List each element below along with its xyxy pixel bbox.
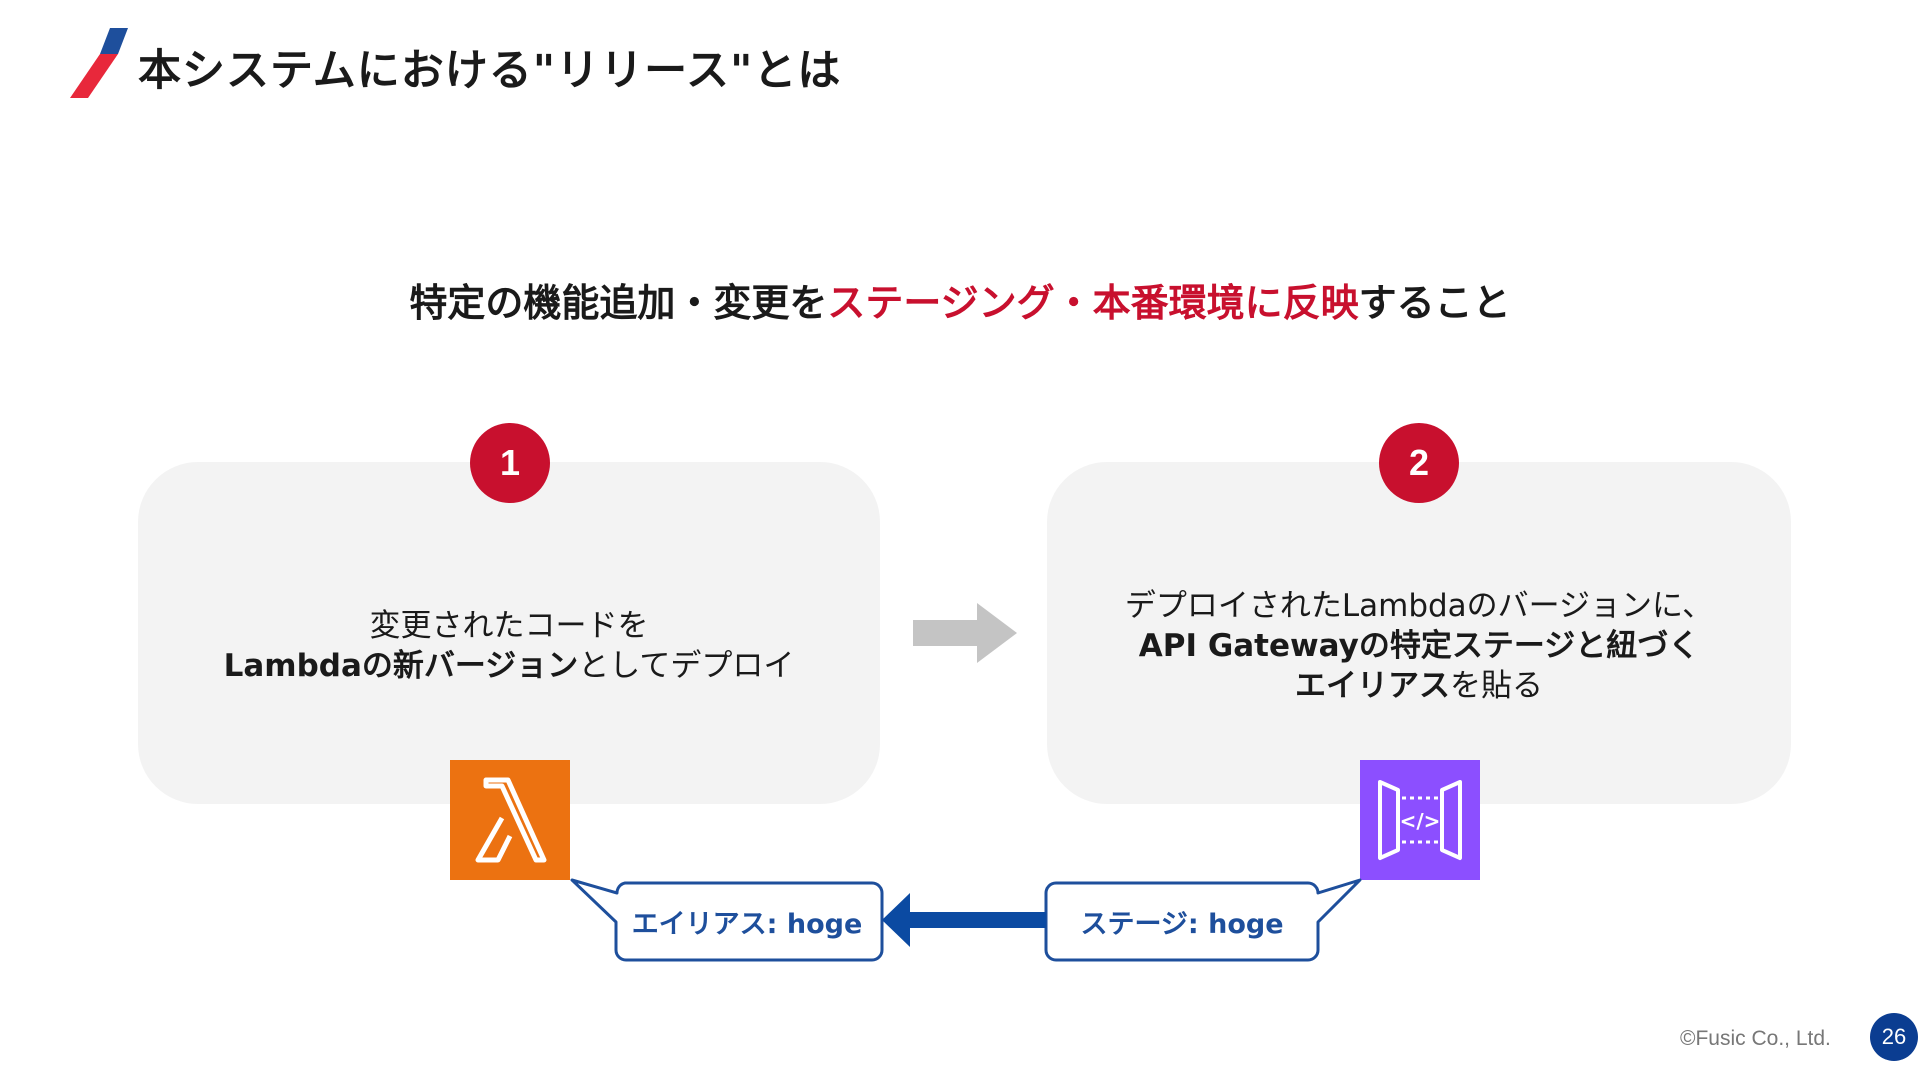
step-2-line-3-bold: エイリアス (1295, 668, 1450, 704)
step-2-description: デプロイされたLambdaのバージョンに、 API Gatewayの特定ステージ… (1047, 586, 1791, 706)
release-definition-subtitle: 特定の機能追加・変更をステージング・本番環境に反映すること (0, 272, 1920, 327)
step-1-badge: 1 (470, 423, 550, 503)
svg-text:</>: </> (1400, 809, 1441, 833)
alias-callout-label: エイリアス: hoge (631, 909, 863, 940)
step-1-line-1: 変更されたコードを (369, 608, 649, 644)
subtitle-text-before: 特定の機能追加・変更を (409, 281, 828, 325)
step-2-card: デプロイされたLambdaのバージョンに、 API Gatewayの特定ステージ… (1047, 462, 1791, 804)
title-accent-mark (70, 28, 128, 98)
aws-lambda-icon (450, 760, 570, 880)
step-2-line-3: エイリアスを貼る (1047, 666, 1791, 706)
page-number-badge: 26 (1870, 1013, 1918, 1061)
copyright-text: ©Fusic Co., Ltd. (1680, 1027, 1831, 1050)
step-1-description: 変更されたコードを Lambdaの新バージョンとしてデプロイ (138, 606, 880, 686)
step-1-line-2-bold: Lambdaの新バージョン (223, 648, 579, 684)
left-arrow-icon (882, 893, 1046, 947)
right-arrow-icon (913, 603, 1017, 663)
page-title: 本システムにおける"リリース"とは (138, 46, 842, 96)
stage-callout-label: ステージ: hoge (1080, 909, 1284, 940)
subtitle-text-after: すること (1358, 281, 1511, 325)
step-1-line-2-rest: としてデプロイ (578, 648, 795, 684)
step-2-line-2: API Gatewayの特定ステージと紐づく (1138, 628, 1700, 664)
step-2-line-3-rest: を貼る (1450, 668, 1543, 704)
api-gateway-symbol-icon: </> (1378, 780, 1462, 860)
aws-api-gateway-icon: </> (1360, 760, 1480, 880)
step-1-card: 変更されたコードを Lambdaの新バージョンとしてデプロイ (138, 462, 880, 804)
subtitle-highlight: ステージング・本番環境に反映 (827, 281, 1359, 325)
lambda-symbol-icon (475, 777, 547, 863)
step-2-badge: 2 (1379, 423, 1459, 503)
step-2-line-1: デプロイされたLambdaのバージョンに、 (1124, 588, 1714, 624)
step-1-line-2: Lambdaの新バージョンとしてデプロイ (138, 646, 880, 686)
